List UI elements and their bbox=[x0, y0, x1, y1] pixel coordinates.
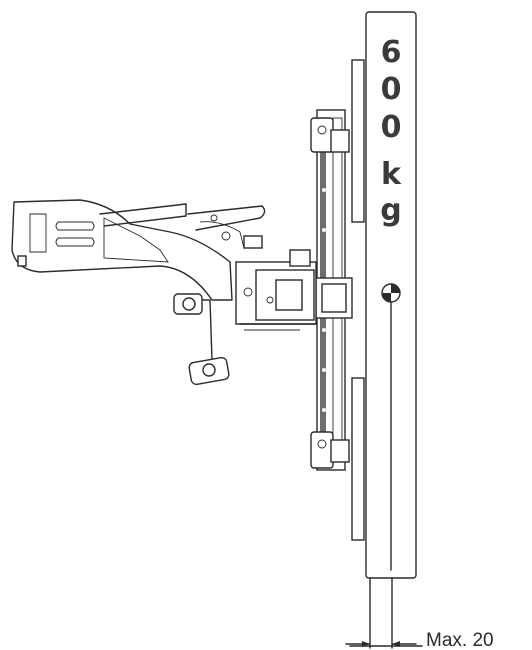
dimension-label: Max. 20 bbox=[426, 630, 494, 650]
capacity-char-4: k bbox=[381, 157, 402, 192]
capacity-char-5: g bbox=[380, 193, 401, 228]
max-dimension: Max. 20 bbox=[345, 630, 494, 650]
capacity-char-3: 0 bbox=[381, 110, 402, 145]
capacity-char-1: 6 bbox=[381, 35, 402, 70]
capacity-label: 6 0 0 k g bbox=[380, 35, 402, 228]
vertical-frame bbox=[310, 109, 353, 471]
arm-assembly bbox=[11, 199, 266, 301]
center-of-gravity-icon bbox=[381, 283, 401, 571]
capacity-char-2: 0 bbox=[381, 72, 402, 107]
rotator-unit bbox=[235, 249, 317, 331]
gripper-pads bbox=[351, 59, 365, 541]
handle-assembly bbox=[173, 293, 230, 386]
